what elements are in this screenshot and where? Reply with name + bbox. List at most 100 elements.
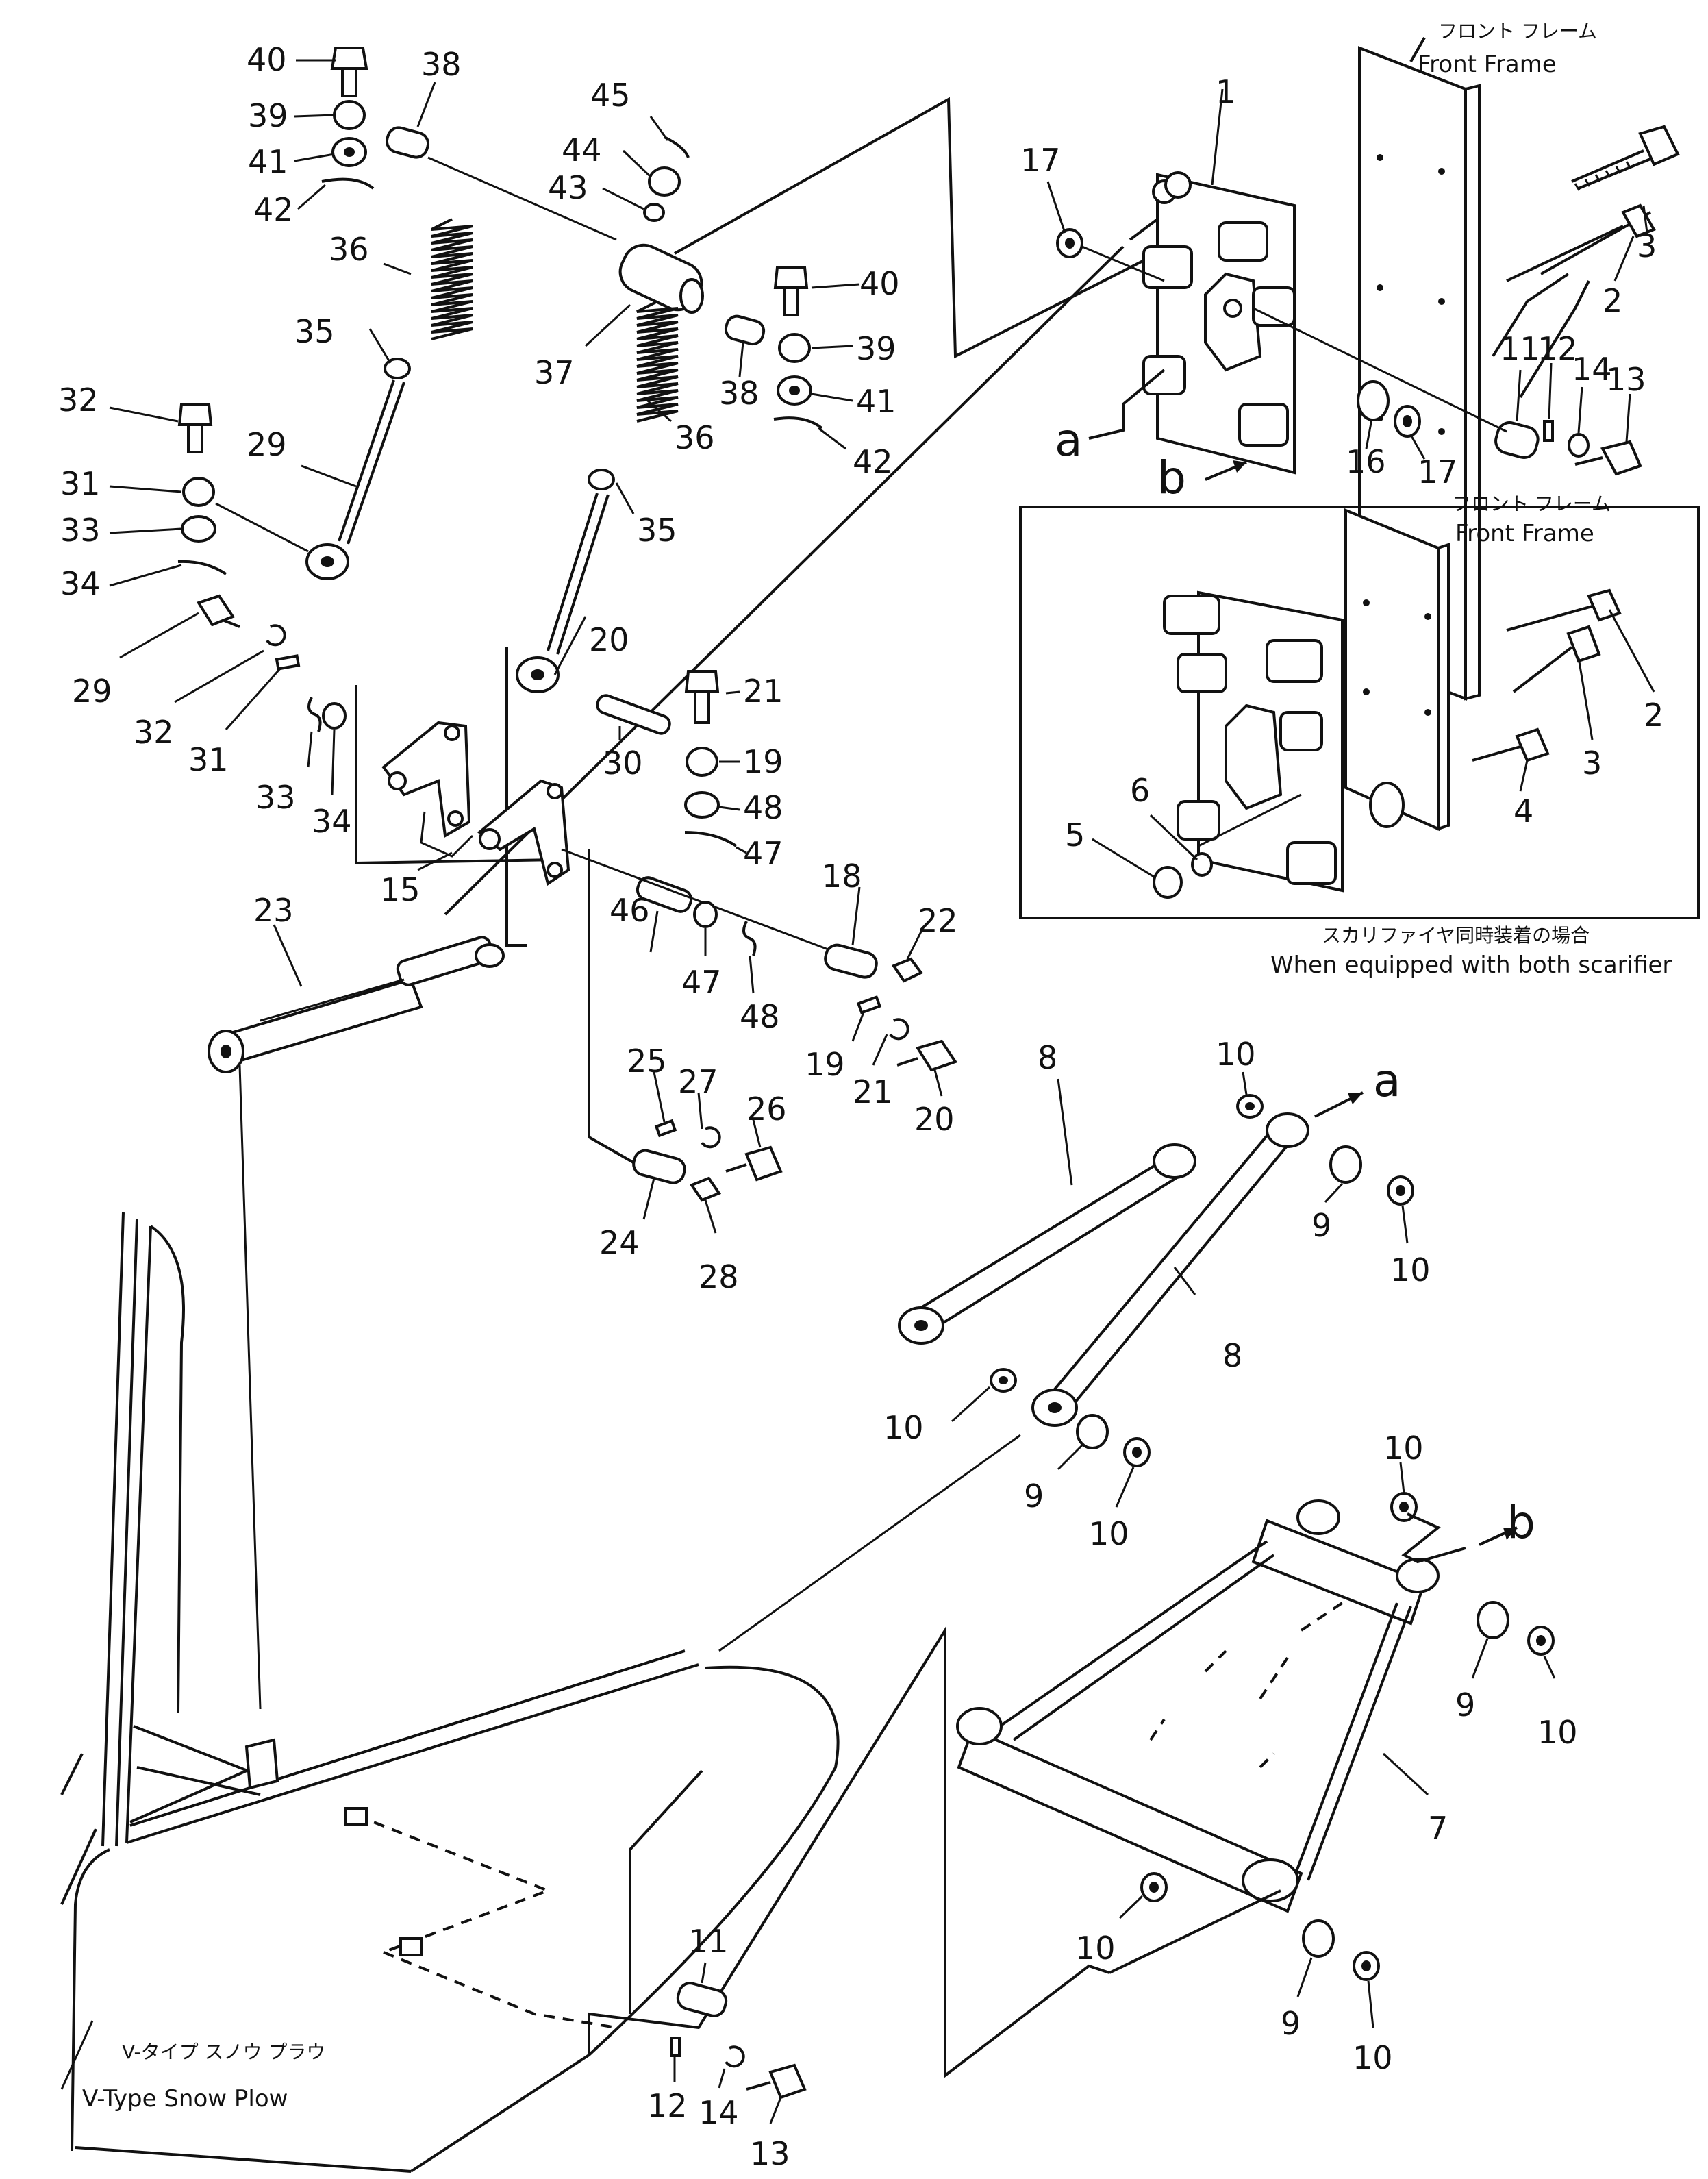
nut-44: [648, 166, 681, 197]
callout-32: 32: [58, 382, 99, 419]
callout-8: 8: [1222, 1337, 1242, 1374]
callout-22: 22: [918, 902, 958, 939]
callout-20: 29: [72, 673, 112, 710]
callout-27: 27: [678, 1063, 718, 1100]
snow-plow-label-en: V-Type Snow Plow: [82, 2085, 288, 2113]
callout-38: 38: [421, 46, 462, 83]
washer-47-left: [322, 702, 347, 730]
lock-plate-12-top: [1543, 420, 1554, 442]
callout-28: 28: [699, 1258, 739, 1295]
inset-front-frame-label-jp: フロント フレーム: [1452, 493, 1611, 515]
callout-11: 11: [688, 1923, 729, 1960]
callout-10: 10: [1075, 1930, 1116, 1967]
callout-8: 8: [1038, 1039, 1057, 1076]
callout-29: 29: [247, 426, 287, 463]
callout-41: 41: [856, 383, 896, 420]
callout-37: 37: [534, 354, 575, 391]
callout-3: 3: [1637, 227, 1657, 264]
washer-10-h: [1353, 1951, 1380, 1981]
bolt-32-right: [684, 670, 720, 724]
washer-47-mid: [693, 901, 718, 928]
washer-39-mid: [778, 333, 811, 363]
mounting-plate: [1142, 171, 1296, 475]
callout-23: 23: [253, 892, 294, 929]
callout-34: 34: [60, 565, 101, 602]
callout-40: 40: [859, 265, 900, 302]
callout-42: 42: [253, 191, 294, 228]
scarifier-note-jp: スカリファイヤ同時装着の場合: [1322, 924, 1590, 947]
front-frame-label-jp: フロント フレーム: [1438, 20, 1597, 42]
callout-1: 1: [1216, 73, 1235, 110]
callout-38: 38: [719, 375, 759, 412]
pin-11-top: [1253, 307, 1540, 459]
callouts: 40 39 41 42 38 36 35 45 44 43 37 40 39 3…: [58, 41, 1663, 2172]
callout-10: 10: [1537, 1714, 1578, 1751]
nut-41-top-left: [331, 137, 367, 167]
ref-a-right: a: [1373, 1054, 1401, 1107]
bolt-32-left: [177, 403, 213, 453]
lock-plate-19-left: [275, 654, 301, 671]
pin-24: [632, 1149, 686, 1184]
pin-38-mid: [724, 314, 766, 346]
bolt-40-mid: [773, 266, 809, 316]
callout-9: 9: [1311, 1207, 1331, 1244]
cotter-pin-42-top-left: [321, 177, 375, 190]
cotter-pin-34-right: [684, 831, 738, 847]
callout-36: 36: [329, 231, 369, 268]
callout-39: 39: [248, 97, 288, 134]
washer-14-bottom: [725, 2045, 745, 2068]
callout-16: 16: [1346, 443, 1386, 480]
cotter-pin-42-mid: [773, 416, 823, 429]
bolt-20-mid: [896, 1039, 958, 1072]
callout-11: 11: [1500, 330, 1540, 367]
lock-plate-25: [654, 1119, 677, 1138]
callout-45: 45: [590, 77, 631, 114]
callout-17: 17: [1020, 142, 1061, 179]
washer-39-top-left: [333, 100, 366, 130]
callout-20: 20: [914, 1101, 955, 1138]
callout-48: 48: [740, 998, 780, 1035]
callout-14: 14: [1572, 351, 1612, 388]
snow-plow: [60, 1212, 1281, 2173]
washer-14-top: [1568, 433, 1590, 458]
spring-36-left: [431, 218, 473, 340]
washer-31-left: [182, 477, 215, 507]
ref-a-top: a: [1055, 414, 1082, 466]
bell-crank-15: [381, 721, 570, 886]
callout-34: 47: [743, 835, 783, 872]
nut-33-left: [181, 515, 216, 543]
callout-35: 35: [294, 313, 335, 350]
washer-21-mid: [889, 1018, 909, 1041]
snow-plow-label-jp: V-タイプ スノウ プラウ: [122, 2041, 325, 2063]
callout-7: 7: [1428, 1810, 1448, 1847]
callout-47: 47: [681, 964, 722, 1001]
callout-10: 10: [1353, 2039, 1393, 2076]
pin-11-bottom: [676, 1982, 728, 2017]
bushing-9-c: [1477, 1601, 1509, 1639]
scarifier-note-en: When equipped with both scarifier: [1270, 951, 1672, 979]
callout-18: 18: [822, 858, 862, 895]
inset-front-frame-label-en: Front Frame: [1455, 520, 1594, 547]
hydraulic-cylinder-23: [208, 936, 505, 1073]
callout-46: 46: [610, 892, 650, 929]
pivot-37: [618, 243, 704, 314]
collar-35-right: [588, 469, 615, 490]
callout-9: 9: [1281, 2005, 1301, 2042]
callout-2: 2: [1644, 697, 1663, 734]
cotter-pin-34-left: [177, 502, 309, 575]
callout-47: 34: [312, 803, 352, 840]
callout-21: 32: [134, 714, 174, 751]
callout-40: 40: [247, 41, 287, 78]
callout-12: 12: [1537, 330, 1578, 367]
callout-21: 21: [853, 1073, 893, 1110]
callout-35: 35: [637, 512, 677, 549]
bolt-40-top-left: [330, 47, 368, 97]
callout-41: 41: [248, 143, 288, 180]
washer-10-g: [1140, 1872, 1168, 1902]
ref-b-right: b: [1507, 1496, 1535, 1549]
lock-plate-12-bottom: [670, 2037, 681, 2057]
callout-33: 33: [60, 512, 101, 549]
washer-43: [643, 203, 665, 222]
callout-13: 13: [750, 2135, 790, 2172]
callout-31: 31: [60, 465, 101, 502]
